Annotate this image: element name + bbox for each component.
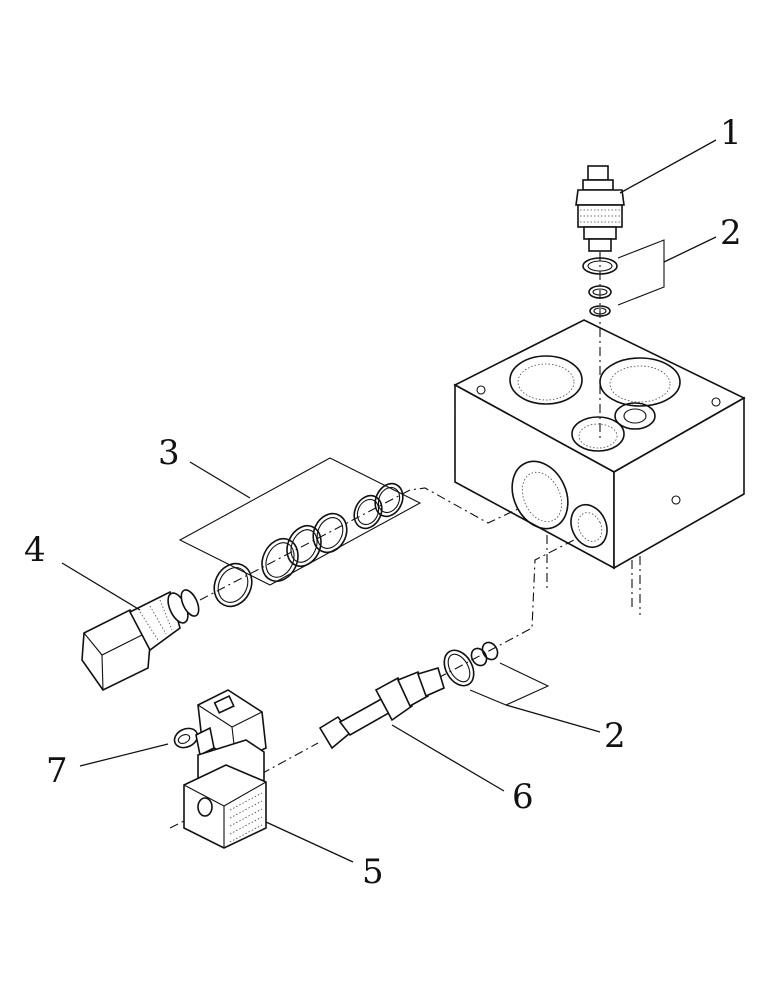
callout-5: 5 xyxy=(362,852,384,892)
centerline-part-6 xyxy=(227,742,319,793)
solenoid-coil-part-5 xyxy=(169,739,267,849)
callout-1: 1 xyxy=(720,113,742,153)
callout-7: 7 xyxy=(46,751,68,791)
callout-2-upper: 2 xyxy=(720,213,742,253)
callout-6: 6 xyxy=(512,777,534,817)
cartridge-valve-part-1 xyxy=(575,165,625,252)
callout-2-lower: 2 xyxy=(604,716,626,756)
solenoid-stem-part-6 xyxy=(318,667,445,750)
seal-kit-part-2-lower xyxy=(443,641,550,706)
callout-3: 3 xyxy=(158,433,180,473)
centerline-part-2-lower xyxy=(437,539,575,679)
o-ring-kit-part-3 xyxy=(178,457,422,608)
manifold-block xyxy=(453,319,746,615)
relief-valve-part-4 xyxy=(81,589,200,692)
leader-lines xyxy=(61,139,717,863)
centerline-part-3 xyxy=(199,487,521,601)
callout-4: 4 xyxy=(24,530,46,570)
